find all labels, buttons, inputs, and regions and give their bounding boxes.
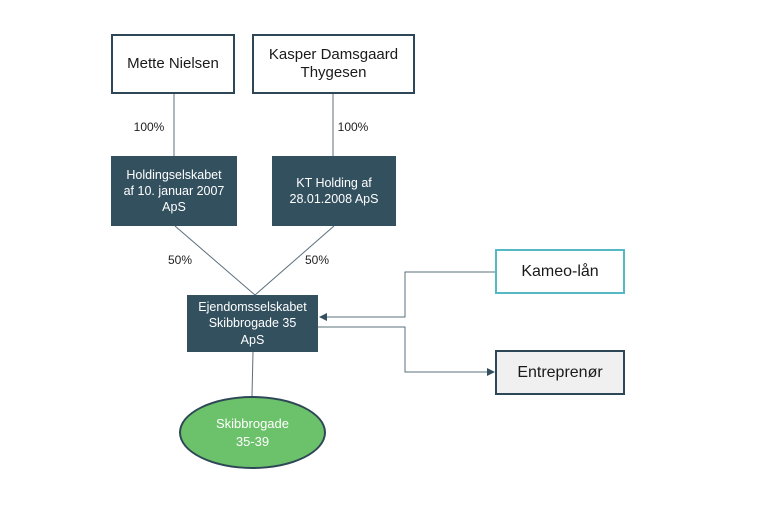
ownership-label: 100% bbox=[133, 120, 165, 134]
ownership-label: 50% bbox=[167, 253, 193, 267]
holding-company-kt: KT Holding af 28.01.2008 ApS bbox=[272, 156, 396, 226]
owner-kasper-damsgaard-thygesen: Kasper Damsgaard Thygesen bbox=[252, 34, 415, 94]
owner-name: Kasper Damsgaard Thygesen bbox=[268, 46, 399, 81]
arrow-company-to-contractor bbox=[318, 326, 495, 376]
arrow-lender-to-company bbox=[319, 271, 495, 321]
line-holding2-company bbox=[254, 225, 335, 296]
holding-name: Holdingselskabet af 10. januar 2007 ApS bbox=[123, 167, 225, 215]
contractor-name: Entreprenør bbox=[517, 363, 603, 381]
contractor-box: Entreprenør bbox=[495, 350, 625, 395]
property-company: Ejendomsselskabet Skibbrogade 35 ApS bbox=[187, 295, 318, 352]
owner-mette-nielsen: Mette Nielsen bbox=[111, 34, 235, 94]
line-holding1-company bbox=[174, 225, 256, 296]
lender-box: Kameo-lån bbox=[495, 249, 625, 294]
property-name: Skibbrogade 35-39 bbox=[216, 415, 289, 449]
ownership-label: 100% bbox=[337, 120, 369, 134]
property-ellipse: Skibbrogade 35-39 bbox=[179, 396, 326, 469]
line-company-property bbox=[251, 351, 254, 397]
company-name: Ejendomsselskabet Skibbrogade 35 ApS bbox=[198, 300, 307, 347]
holding-name: KT Holding af 28.01.2008 ApS bbox=[289, 175, 379, 206]
ownership-label: 50% bbox=[304, 253, 330, 267]
owner-name: Mette Nielsen bbox=[127, 55, 219, 72]
holding-company-2007: Holdingselskabet af 10. januar 2007 ApS bbox=[111, 156, 237, 226]
lender-name: Kameo-lån bbox=[521, 262, 599, 280]
